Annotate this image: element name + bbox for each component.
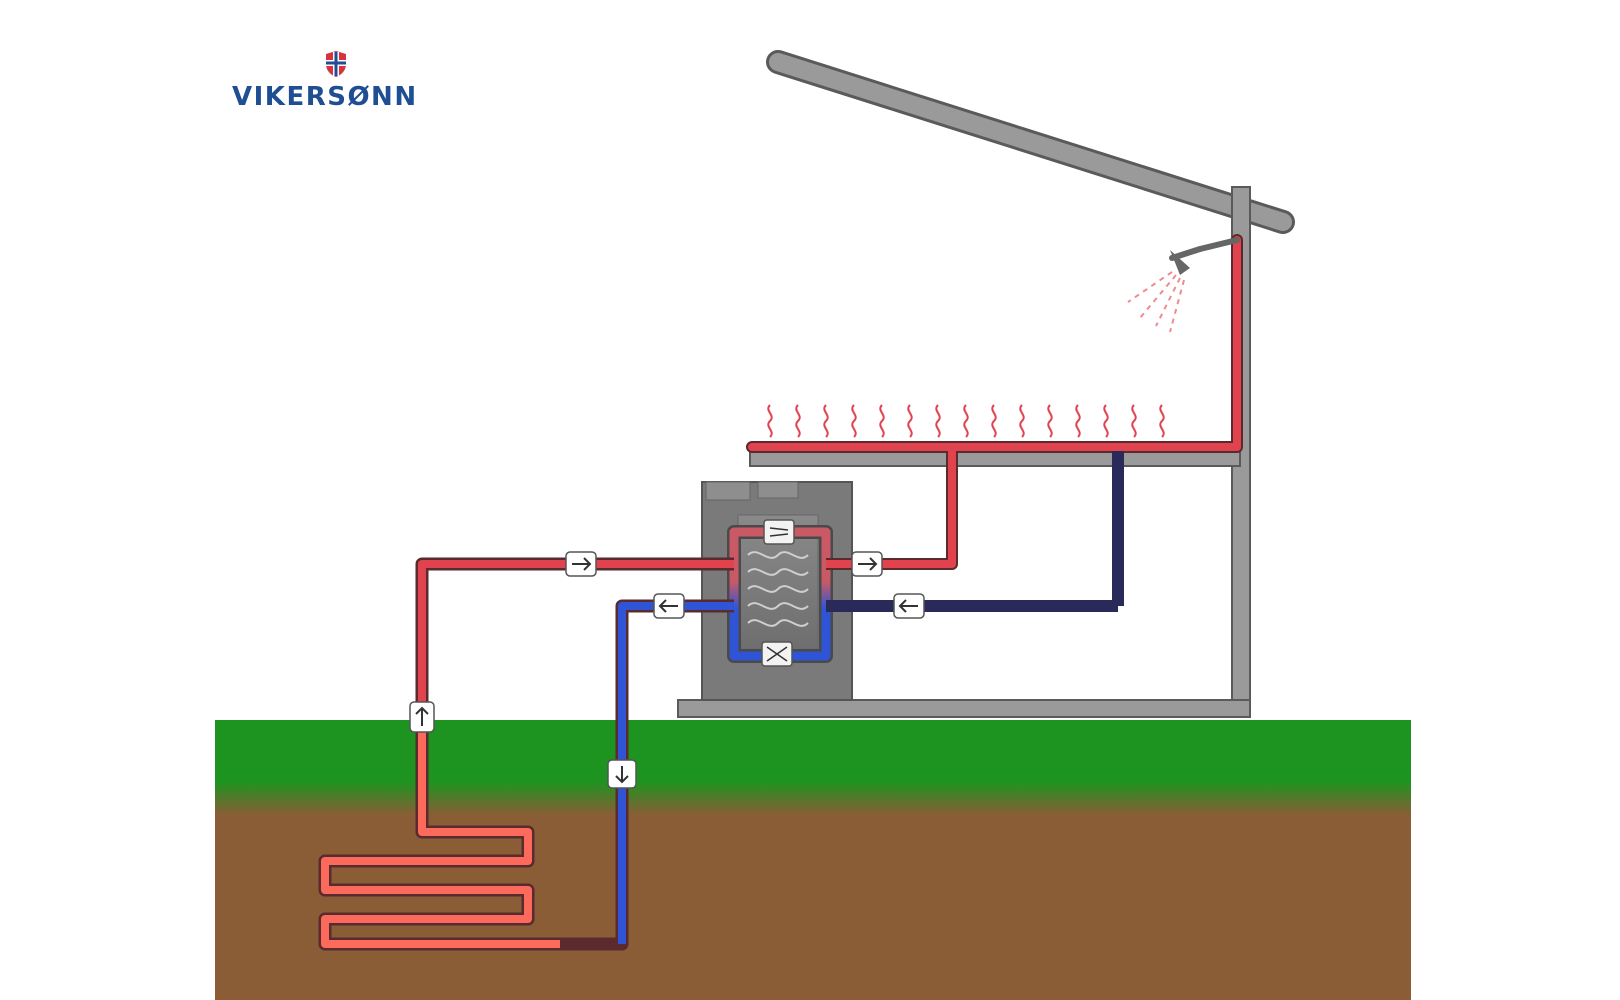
brand-logo: VIKERSØNN <box>232 50 452 120</box>
compressor-icon <box>763 519 795 545</box>
roof <box>766 50 1295 234</box>
flow-arrow-supply-out <box>851 551 883 577</box>
heat-wave-icon <box>767 404 1165 438</box>
shower-head-icon <box>1127 246 1203 333</box>
flow-arrow-up <box>409 701 435 733</box>
norwegian-flag-shield-icon <box>326 51 346 77</box>
expansion-valve-icon <box>761 641 793 667</box>
flow-arrow-return-out <box>653 593 685 619</box>
flow-arrow-return-in <box>893 593 925 619</box>
ground-supply-pipe <box>318 557 734 951</box>
cold-return-pipe <box>826 451 1124 612</box>
floor-heating-line <box>746 234 1243 453</box>
flow-arrow-down <box>607 759 637 789</box>
flow-arrow-supply-in <box>565 551 597 577</box>
brand-name: VIKERSØNN <box>232 82 418 112</box>
